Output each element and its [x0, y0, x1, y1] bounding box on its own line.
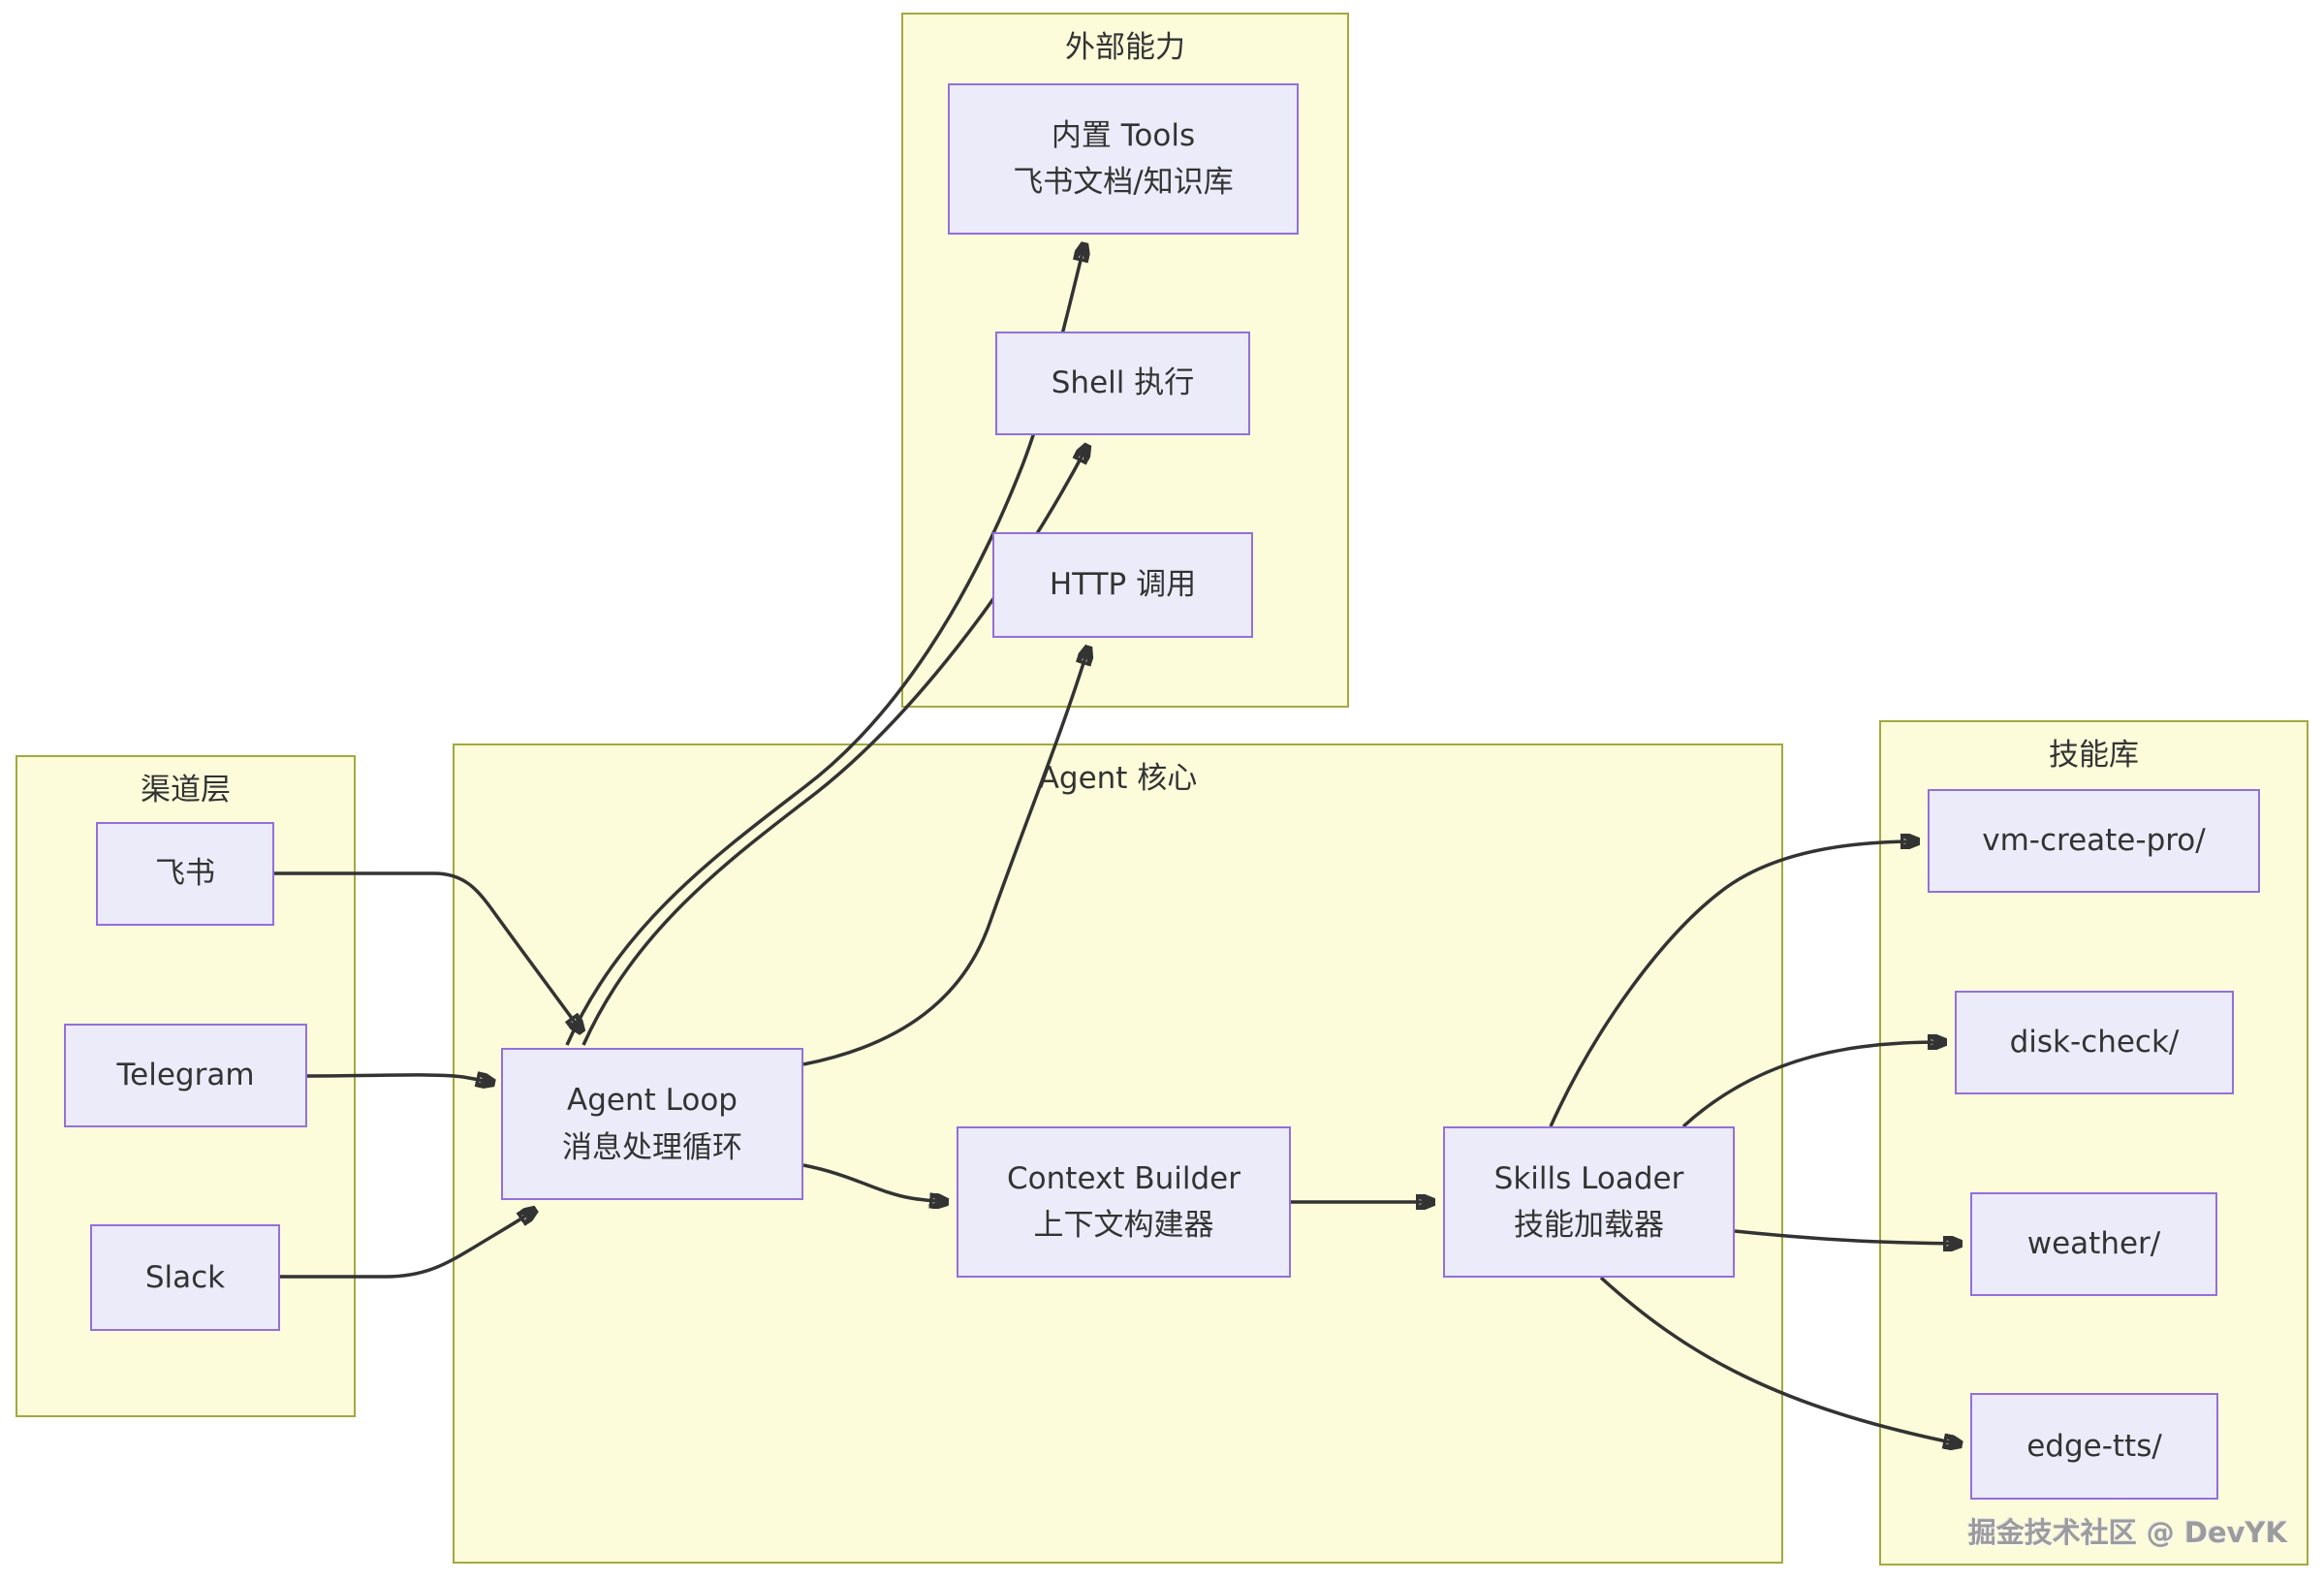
node-disk-check-label: disk-check/: [2009, 1025, 2180, 1060]
node-disk-check: disk-check/: [1955, 991, 2234, 1094]
node-skills-loader-line2: 技能加载器: [1514, 1208, 1664, 1243]
edge-skills-loader-to-disk-check: [1681, 1042, 1945, 1128]
node-skills-loader-line1: Skills Loader: [1493, 1160, 1684, 1196]
node-edge-tts-label: edge-tts/: [2026, 1428, 2162, 1464]
node-weather-label: weather/: [2026, 1226, 2161, 1262]
cluster-channel-layer-label: 渠道层: [141, 773, 231, 807]
node-feishu-label: 飞书: [155, 856, 215, 892]
edge-slack-to-agent-loop: [280, 1210, 535, 1279]
node-http-call-label: HTTP 调用: [1049, 567, 1197, 603]
edge-telegram-to-agent-loop: [306, 1075, 493, 1083]
node-context-builder-line2: 上下文构建器: [1033, 1208, 1214, 1243]
node-edge-tts: edge-tts/: [1970, 1393, 2218, 1500]
edge-agent-loop-to-context-builder: [802, 1163, 947, 1202]
node-vm-create-pro-label: vm-create-pro/: [1982, 823, 2206, 859]
edge-feishu-to-agent-loop: [274, 871, 581, 1031]
node-feishu: 飞书: [96, 822, 274, 926]
node-shell-exec-label: Shell 执行: [1051, 365, 1195, 401]
node-vm-create-pro: vm-create-pro/: [1928, 789, 2260, 893]
node-shell-exec: Shell 执行: [995, 332, 1250, 435]
edge-skills-loader-to-weather: [1734, 1229, 1961, 1244]
cluster-external-capabilities-label: 外部能力: [1065, 30, 1185, 65]
node-context-builder: Context Builder 上下文构建器: [957, 1126, 1291, 1278]
node-skills-loader: Skills Loader 技能加载器: [1443, 1126, 1735, 1278]
edge-agent-loop-to-http-call: [802, 648, 1088, 1066]
node-context-builder-line1: Context Builder: [1007, 1160, 1241, 1196]
node-slack: Slack: [90, 1224, 280, 1331]
node-agent-loop-line1: Agent Loop: [567, 1083, 738, 1119]
edge-skills-loader-to-edge-tts: [1599, 1276, 1961, 1444]
node-agent-loop-line2: 消息处理循环: [562, 1129, 742, 1165]
node-telegram: Telegram: [64, 1024, 307, 1127]
node-slack-label: Slack: [144, 1259, 226, 1295]
node-telegram-label: Telegram: [116, 1058, 255, 1093]
watermark: 掘金技术社区 @ DevYK: [1967, 1516, 2287, 1549]
node-http-call: HTTP 调用: [992, 532, 1253, 638]
cluster-agent-core-label: Agent 核心: [1038, 761, 1198, 796]
node-builtin-tools: 内置 Tools 飞书文档/知识库: [948, 83, 1299, 235]
node-agent-loop: Agent Loop 消息处理循环: [501, 1048, 803, 1200]
node-builtin-tools-line2: 飞书文档/知识库: [1013, 165, 1234, 200]
cluster-skills-library-label: 技能库: [2049, 738, 2139, 773]
edge-skills-loader-to-vm-create-pro: [1549, 841, 1918, 1127]
node-weather: weather/: [1970, 1192, 2217, 1296]
node-builtin-tools-line1: 内置 Tools: [1051, 117, 1196, 153]
